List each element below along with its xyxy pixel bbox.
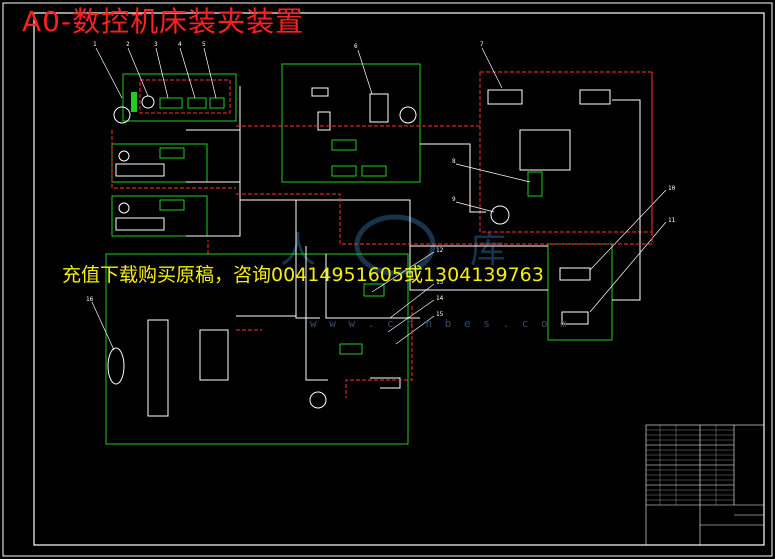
leader-12	[371, 251, 435, 293]
valve-8-green	[527, 171, 543, 197]
callout-6: 6	[354, 43, 358, 50]
callout-15: 15	[436, 311, 444, 318]
valve-6b	[331, 139, 357, 151]
callout-2: 2	[126, 41, 130, 48]
valve-block-8	[519, 129, 571, 171]
valve-12	[339, 343, 363, 355]
leader-11	[589, 221, 667, 313]
callout-13: 13	[436, 279, 444, 286]
callout-11: 11	[668, 217, 676, 224]
watermark-text: 充值下载购买原稿，咨询00414951605或1304139763	[62, 264, 544, 286]
valve-6d	[361, 165, 387, 177]
callout-16: 16	[86, 296, 94, 303]
callout-10: 10	[668, 185, 676, 192]
valve-block-top-3	[209, 97, 225, 109]
clamp-valve-1	[159, 147, 185, 159]
title-block-rows	[646, 425, 734, 505]
valve-6a	[311, 87, 329, 97]
callout-5: 5	[202, 41, 206, 48]
inner-frame	[33, 12, 765, 546]
leader-14	[387, 299, 435, 333]
leader-6	[357, 49, 373, 95]
valve-block-top-2	[187, 97, 207, 109]
callout-4: 4	[178, 41, 182, 48]
coupling-1	[131, 92, 137, 112]
valve-6-body	[369, 93, 389, 123]
valve-6c	[331, 165, 357, 177]
leader-9	[455, 201, 495, 213]
watermark-url: w w w . c h n b e s . c o m	[310, 317, 570, 330]
accumulator-16	[107, 347, 125, 385]
callout-9: 9	[452, 196, 456, 203]
clamp-gauge-2	[118, 202, 130, 214]
clamp-cylinder-1	[115, 163, 165, 177]
pressure-lines	[186, 86, 641, 389]
title-block	[645, 424, 765, 546]
callout-14: 14	[436, 295, 444, 302]
valve-13	[363, 283, 385, 297]
leader-15	[395, 315, 435, 345]
tank-bottom	[147, 319, 169, 417]
watermark-logo: 人 库	[280, 214, 506, 276]
return-box-pump-unit	[139, 79, 231, 114]
svg-text:库: 库	[470, 230, 506, 271]
accumulator-6	[317, 111, 331, 131]
leader-7	[481, 47, 503, 89]
group-box-clamp-2	[111, 195, 208, 237]
pump-9	[490, 205, 510, 225]
return-lines	[111, 72, 653, 398]
callout-8: 8	[452, 158, 456, 165]
callout-12: 12	[436, 247, 444, 254]
motor-bottom	[309, 391, 327, 409]
pump-6	[399, 106, 417, 124]
leader-16	[91, 301, 115, 351]
svg-text:人: 人	[280, 230, 316, 271]
clamp-valve-2	[159, 199, 185, 211]
group-box-main-station	[105, 253, 409, 445]
pump-symbol	[141, 95, 155, 109]
group-box-6	[281, 63, 421, 183]
group-box-pump-unit	[122, 73, 237, 122]
callout-7: 7	[480, 41, 484, 48]
valve-10	[559, 267, 591, 281]
valve-7b	[579, 89, 611, 105]
valve-11	[561, 311, 589, 325]
valve-7a	[487, 89, 523, 105]
leader-lines-top-left	[95, 47, 217, 99]
leader-10	[589, 189, 667, 271]
valve-block-top	[159, 97, 183, 109]
clamp-gauge-1	[118, 150, 130, 162]
clamp-cylinder-2	[115, 217, 165, 231]
valve-bottom-1	[199, 329, 229, 381]
drawing-title: A0-数控机床装夹装置	[22, 5, 305, 38]
callout-1: 1	[93, 41, 97, 48]
motor-symbol	[113, 106, 131, 124]
callout-3: 3	[154, 41, 158, 48]
leader-8	[455, 163, 531, 183]
